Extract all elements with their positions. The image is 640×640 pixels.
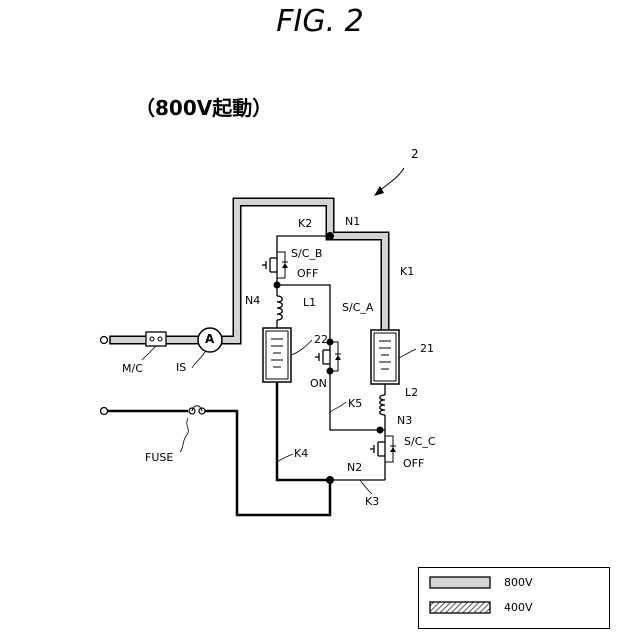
k4-leader: [277, 454, 293, 462]
label-state-a: ON: [310, 378, 327, 390]
label-k4: K4: [294, 448, 308, 460]
reference-leader: [378, 168, 404, 192]
label-k5: K5: [348, 398, 362, 410]
legend-label-800v: 800V: [504, 577, 533, 589]
node-n2: [326, 476, 334, 484]
label-state-b: OFF: [297, 268, 318, 280]
input-terminal-top: [101, 337, 108, 344]
label-state-c: OFF: [403, 458, 424, 470]
label-fuse: FUSE: [145, 452, 173, 464]
label-sc-a: S/C_A: [342, 302, 373, 314]
label-ammeter: A: [205, 333, 214, 345]
label-sc-b: S/C_B: [291, 248, 322, 260]
fuse-line: [101, 406, 331, 515]
switch-sc-b: [262, 252, 288, 284]
label-n3: N3: [397, 415, 412, 427]
label-k2: K2: [298, 218, 312, 230]
capacitor-21: [371, 330, 416, 384]
mc-relay: [142, 332, 166, 360]
label-n2: N2: [347, 462, 362, 474]
figure-subtitle: （800V起動）: [135, 92, 272, 121]
label-cap-21: 21: [420, 343, 434, 355]
label-is: IS: [176, 362, 186, 374]
switch-sc-c: [370, 430, 396, 480]
inductor-l2: [380, 384, 385, 430]
reference-arrowhead: [374, 186, 384, 196]
legend-label-400v: 400V: [504, 602, 533, 614]
capacitor-22: [263, 328, 312, 382]
label-mc: M/C: [122, 363, 143, 375]
label-n1: N1: [345, 216, 360, 228]
k5-leader: [330, 402, 346, 412]
reference-number: 2: [411, 148, 419, 160]
label-cap-22: 22: [314, 334, 328, 346]
figure-title: FIG. 2: [0, 4, 640, 39]
wire-k4: [277, 382, 330, 480]
label-k1: K1: [400, 266, 414, 278]
label-l1: L1: [303, 297, 316, 309]
k3-leader: [360, 480, 372, 494]
path-800v: [110, 202, 385, 345]
label-k3: K3: [365, 496, 379, 508]
label-n4: N4: [245, 295, 260, 307]
label-sc-c: S/C_C: [404, 436, 436, 448]
node-n1: [326, 232, 334, 240]
label-l2: L2: [405, 387, 418, 399]
inductor-l1: [277, 285, 282, 328]
